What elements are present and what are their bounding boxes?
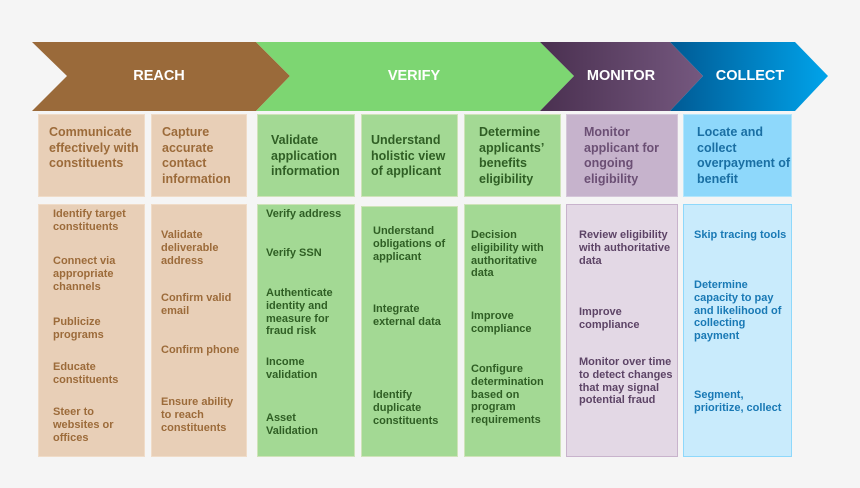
column-heading: Capture accurate contact information <box>151 114 247 197</box>
column-items: Understand obligations of applicant Inte… <box>361 206 458 457</box>
list-item: Income validation <box>266 356 318 381</box>
list-item: Confirm valid email <box>161 292 232 317</box>
column-items: Validate deliverable address Confirm val… <box>151 204 247 457</box>
list-item: Validate deliverable address <box>161 229 219 267</box>
list-item: Connect via appropriate channels <box>53 255 116 293</box>
column-heading: Monitor applicant for ongoing eligibilit… <box>566 114 678 197</box>
list-item: Configure determination based on program… <box>471 363 544 427</box>
chevron-reach <box>32 42 290 111</box>
column-heading: Validate application information <box>257 114 355 197</box>
column-heading: Communicate effectively with constituent… <box>38 114 145 197</box>
list-item: Segment, prioritize, collect <box>694 389 782 414</box>
list-item: Verify SSN <box>266 247 322 259</box>
column-items: Review eligibility with authoritative da… <box>566 204 678 457</box>
list-item: Verify address <box>266 208 342 220</box>
stage-label-monitor: MONITOR <box>586 68 656 84</box>
list-item: Review eligibility with authoritative da… <box>579 229 671 267</box>
stage-label-collect: COLLECT <box>715 68 785 84</box>
list-item: Identify duplicate constituents <box>373 389 439 427</box>
list-item: Monitor over time to detect changes that… <box>579 356 673 407</box>
process-chevron-band <box>32 42 828 111</box>
column-items: Verify address Verify SSN Authenticate i… <box>257 204 355 457</box>
list-item: Understand obligations of applicant <box>373 225 446 263</box>
list-item: Improve compliance <box>579 306 640 331</box>
list-item: Identify target constituents <box>53 208 126 233</box>
list-item: Decision eligibility with authoritative … <box>471 229 544 280</box>
chevron-verify <box>256 42 574 111</box>
column-heading: Understand holistic view of applicant <box>361 114 458 197</box>
column-heading: Locate and collect overpayment of benefi… <box>683 114 792 197</box>
list-item: Improve compliance <box>471 310 532 335</box>
stage-label-reach: REACH <box>133 68 185 84</box>
list-item: Confirm phone <box>161 344 240 356</box>
list-item: Ensure ability to reach constituents <box>161 396 234 434</box>
list-item: Publicize programs <box>53 316 104 341</box>
column-items: Identify target constituents Connect via… <box>38 204 145 457</box>
column-heading: Determine applicants’ benefits eligibili… <box>464 114 561 197</box>
chevron-collect <box>670 42 828 111</box>
list-item: Asset Validation <box>266 412 318 437</box>
list-item: Steer to websites or offices <box>53 406 114 444</box>
chevron-monitor <box>540 42 703 111</box>
list-item: Educate constituents <box>53 361 119 386</box>
list-item: Integrate external data <box>373 303 441 328</box>
list-item: Determine capacity to pay and likelihood… <box>694 279 782 343</box>
list-item: Authenticate identity and measure for fr… <box>266 287 333 338</box>
column-items: Decision eligibility with authoritative … <box>464 204 561 457</box>
stage-label-verify: VERIFY <box>387 68 441 84</box>
column-items: Skip tracing tools Determine capacity to… <box>683 204 792 457</box>
list-item: Skip tracing tools <box>694 229 787 241</box>
